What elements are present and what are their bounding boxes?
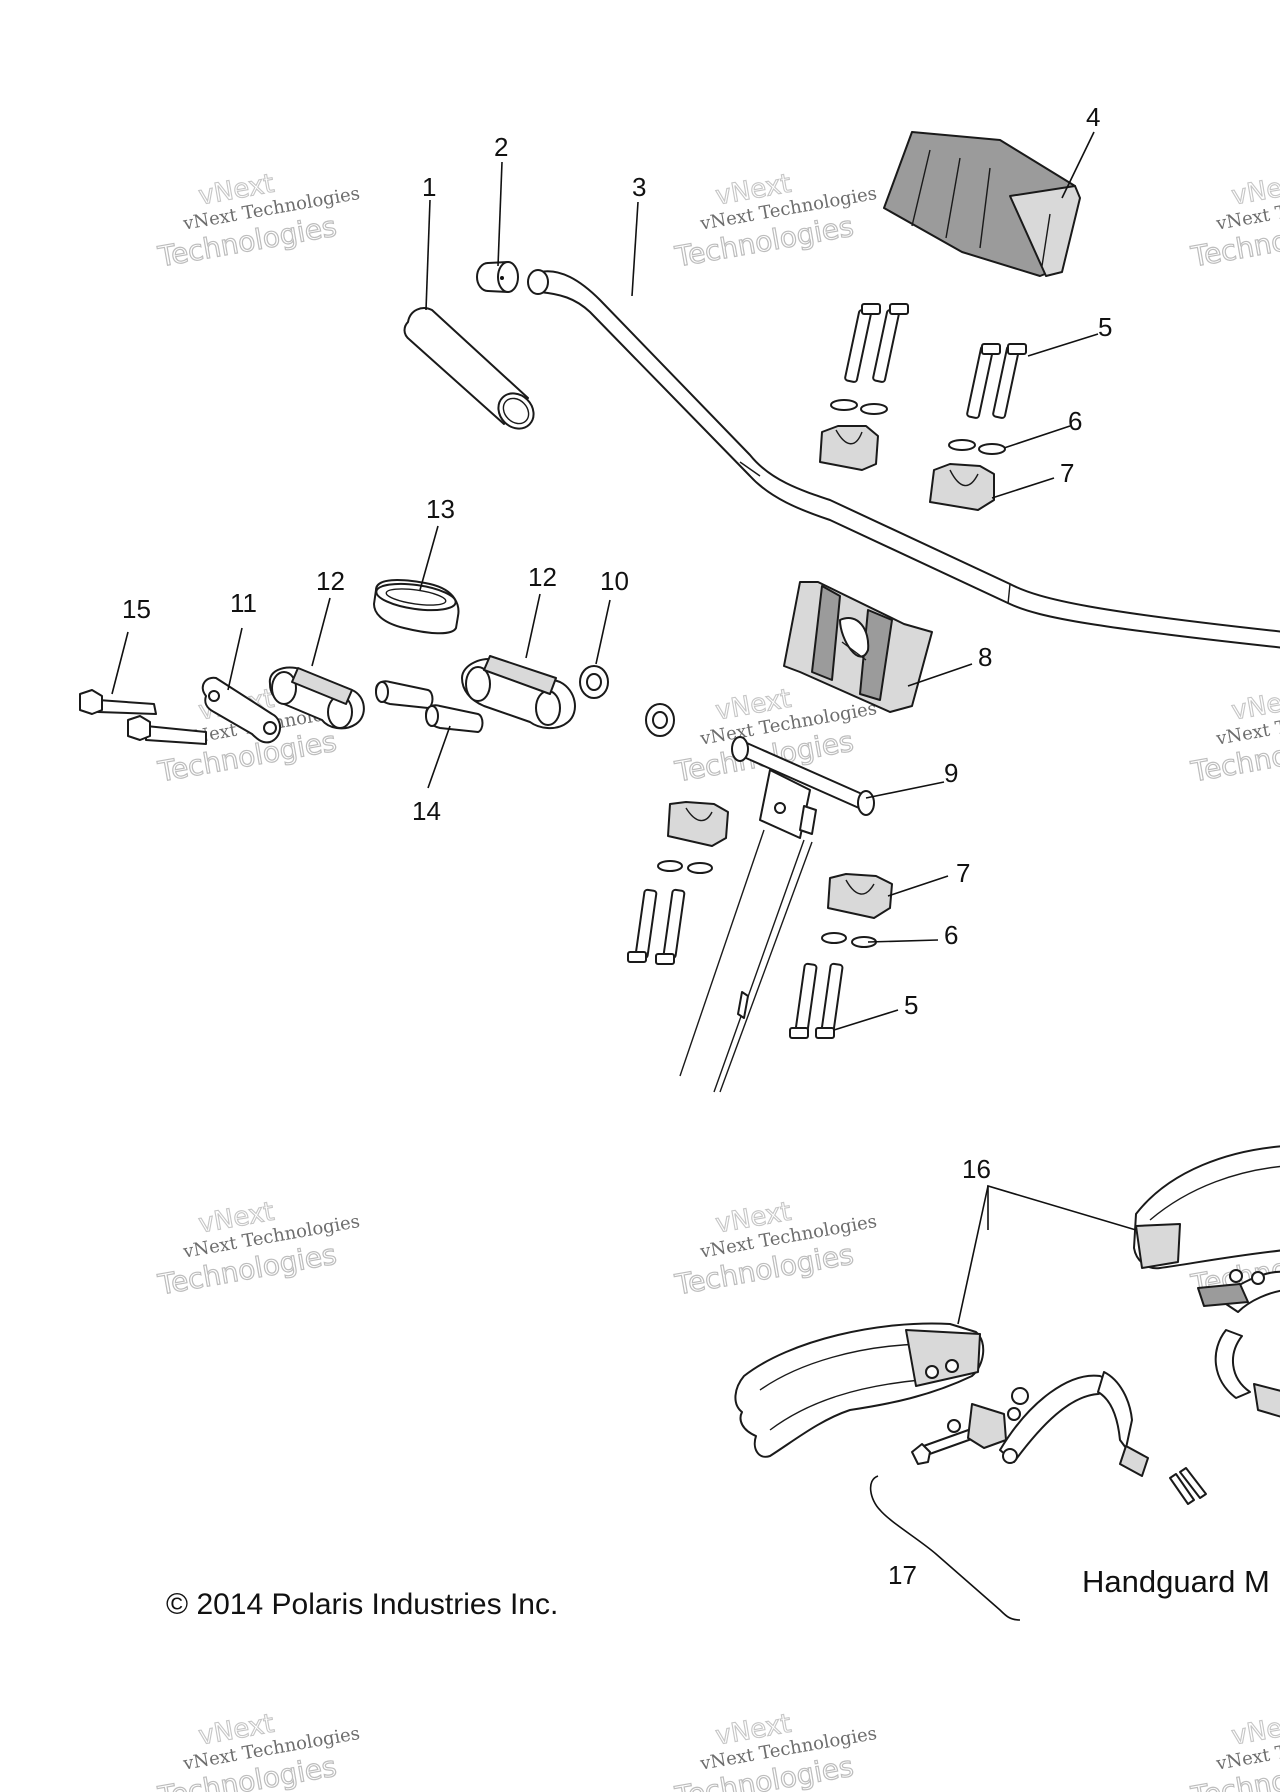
steering-post [679, 736, 875, 1093]
lower-clamp-left [667, 801, 729, 847]
callout-12-right: 12 [528, 562, 557, 592]
handguard-right [1133, 1145, 1280, 1418]
upper-bolts-left [844, 303, 909, 383]
callout-13: 13 [426, 494, 455, 524]
callout-11: 11 [230, 588, 257, 618]
callout-4: 4 [1086, 102, 1100, 132]
grip [403, 307, 535, 430]
callout-9: 9 [944, 758, 958, 788]
spacers [375, 680, 484, 733]
watermark-10: vNext vNext Technologies Technologies [154, 1708, 361, 1792]
watermark-6: vNext vNext Technologies Technologies [1187, 683, 1280, 789]
callout-14: 14 [412, 796, 441, 826]
ring [373, 579, 460, 635]
handguard-mount-hardware [911, 1371, 1207, 1505]
watermark-11: vNext vNext Technologies Technologies [671, 1708, 878, 1792]
callout-5-bottom: 5 [904, 990, 918, 1020]
callout-7-top: 7 [1060, 458, 1074, 488]
lower-bolts-right [789, 962, 844, 1039]
callout-15: 15 [122, 594, 151, 624]
flange-bolts [79, 689, 207, 745]
callout-16: 16 [962, 1154, 991, 1184]
leader-lines [111, 131, 1137, 1325]
callout-6-top: 6 [1068, 406, 1082, 436]
callout-6-bottom: 6 [944, 920, 958, 950]
bushings [579, 665, 675, 737]
callout-numbers: 1 2 3 4 5 6 7 13 12 12 10 15 11 8 9 14 7… [122, 102, 1112, 1590]
callout-1: 1 [422, 172, 436, 202]
lower-bolts-left [627, 888, 686, 965]
end-cap [476, 261, 519, 293]
watermark-1: vNext vNext Technologies Technologies [154, 168, 361, 274]
lower-washers [657, 860, 877, 948]
watermark-7: vNext vNext Technologies Technologies [154, 1196, 361, 1302]
handguard-left [734, 1322, 985, 1458]
upper-bolts-right [966, 343, 1027, 419]
callout-8: 8 [978, 642, 992, 672]
handlebar-clamp-block [783, 581, 933, 713]
handlebar-pad [883, 131, 1081, 277]
upper-washers [830, 399, 1006, 455]
link-plate [201, 676, 281, 744]
callout-17: 17 [888, 1560, 917, 1590]
handguard-section-label: Handguard M [1082, 1564, 1270, 1599]
callout-10: 10 [600, 566, 629, 596]
callout-5-top: 5 [1098, 312, 1112, 342]
clamp-right [461, 655, 576, 729]
upper-clamp-right [929, 463, 995, 511]
handlebar [527, 269, 1280, 649]
upper-clamp-left [819, 425, 879, 471]
callout-12-left: 12 [316, 566, 345, 596]
lower-clamp-right [827, 873, 893, 919]
watermark-8: vNext vNext Technologies Technologies [671, 1196, 878, 1302]
callout-7-bottom: 7 [956, 858, 970, 888]
watermark-12: vNext vNext Technologies Technologies [1187, 1708, 1280, 1792]
callout-2: 2 [494, 132, 508, 162]
clamp-left [268, 666, 365, 730]
kit-bracket [869, 1475, 1021, 1621]
watermark-2: vNext vNext Technologies Technologies [671, 168, 878, 274]
callout-3: 3 [632, 172, 646, 202]
watermark-3: vNext vNext Technologies Technologies [1187, 168, 1280, 274]
copyright-notice: © 2014 Polaris Industries Inc. [166, 1588, 558, 1621]
